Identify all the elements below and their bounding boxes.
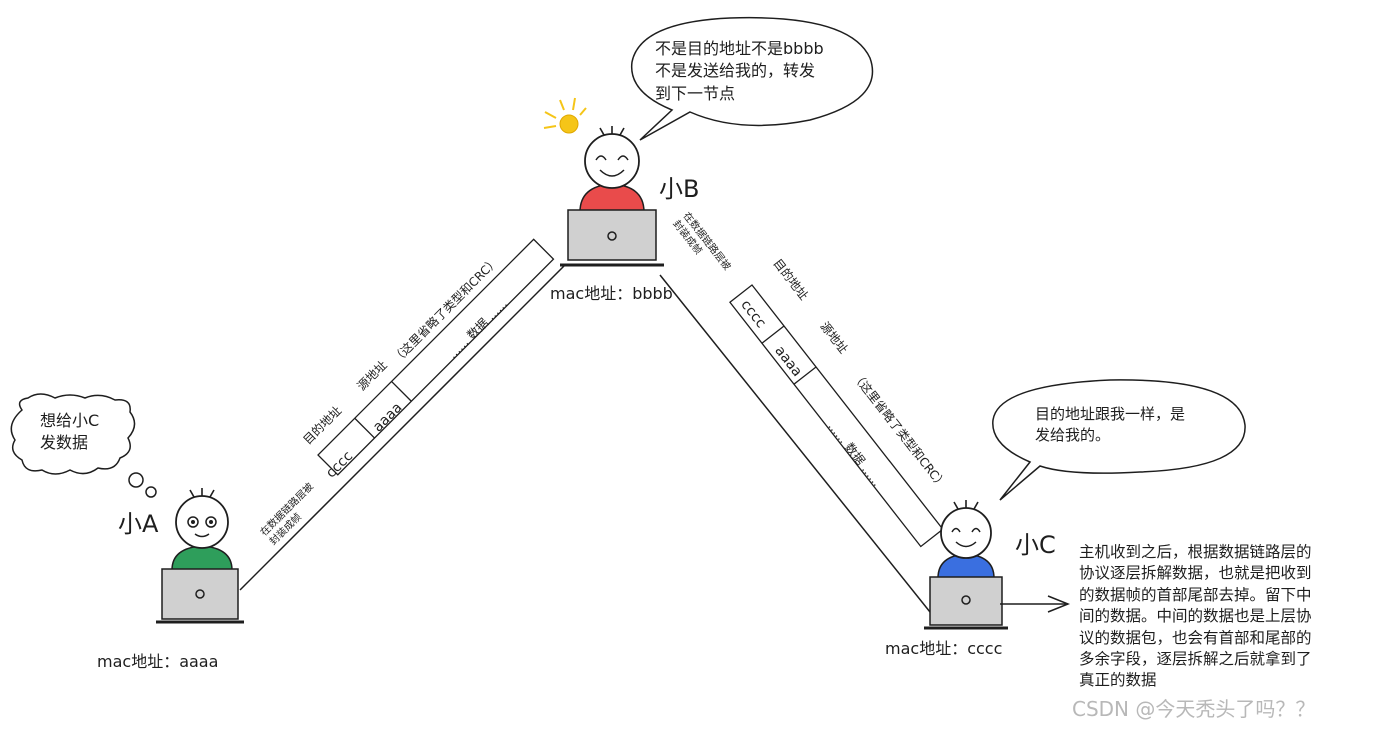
speech-text-b: 不是目的地址不是bbbb 不是发送给我的，转发 到下一节点 [655,39,824,103]
watermark: CSDN @今天秃头了吗？？ [1072,697,1316,721]
person-b [579,126,645,213]
speech-text-c: 目的地址跟我一样，是 发给我的。 [1035,405,1186,444]
thought-bubble-a [10,393,157,498]
laptop-b [560,209,664,267]
laptop-c [924,576,1008,630]
name-c: 小C [1015,531,1056,559]
explanation-text: 主机收到之后，根据数据链路层的 协议逐层拆解数据，也就是把收到 的数据帧的首部尾… [1079,543,1312,690]
link-a-b [239,264,566,591]
person-c [937,500,995,579]
person-a [171,488,233,571]
link-b-c [659,274,931,613]
name-b: 小B [659,175,700,203]
arrow-to-explanation [1000,595,1071,613]
speech-bubble-b [630,16,874,141]
mac-label-a: mac地址：aaaa [97,652,219,671]
speech-bubble-c [992,379,1246,501]
name-a: 小A [118,510,159,538]
bulb-icon [543,97,587,134]
frame-b-c [729,284,944,548]
mac-label-c: mac地址：cccc [885,639,1003,658]
frame-a-b [317,238,555,476]
thought-text-a: 想给小C 发数据 [40,411,100,453]
laptop-a [156,568,244,624]
mac-label-b: mac地址：bbbb [550,284,673,303]
